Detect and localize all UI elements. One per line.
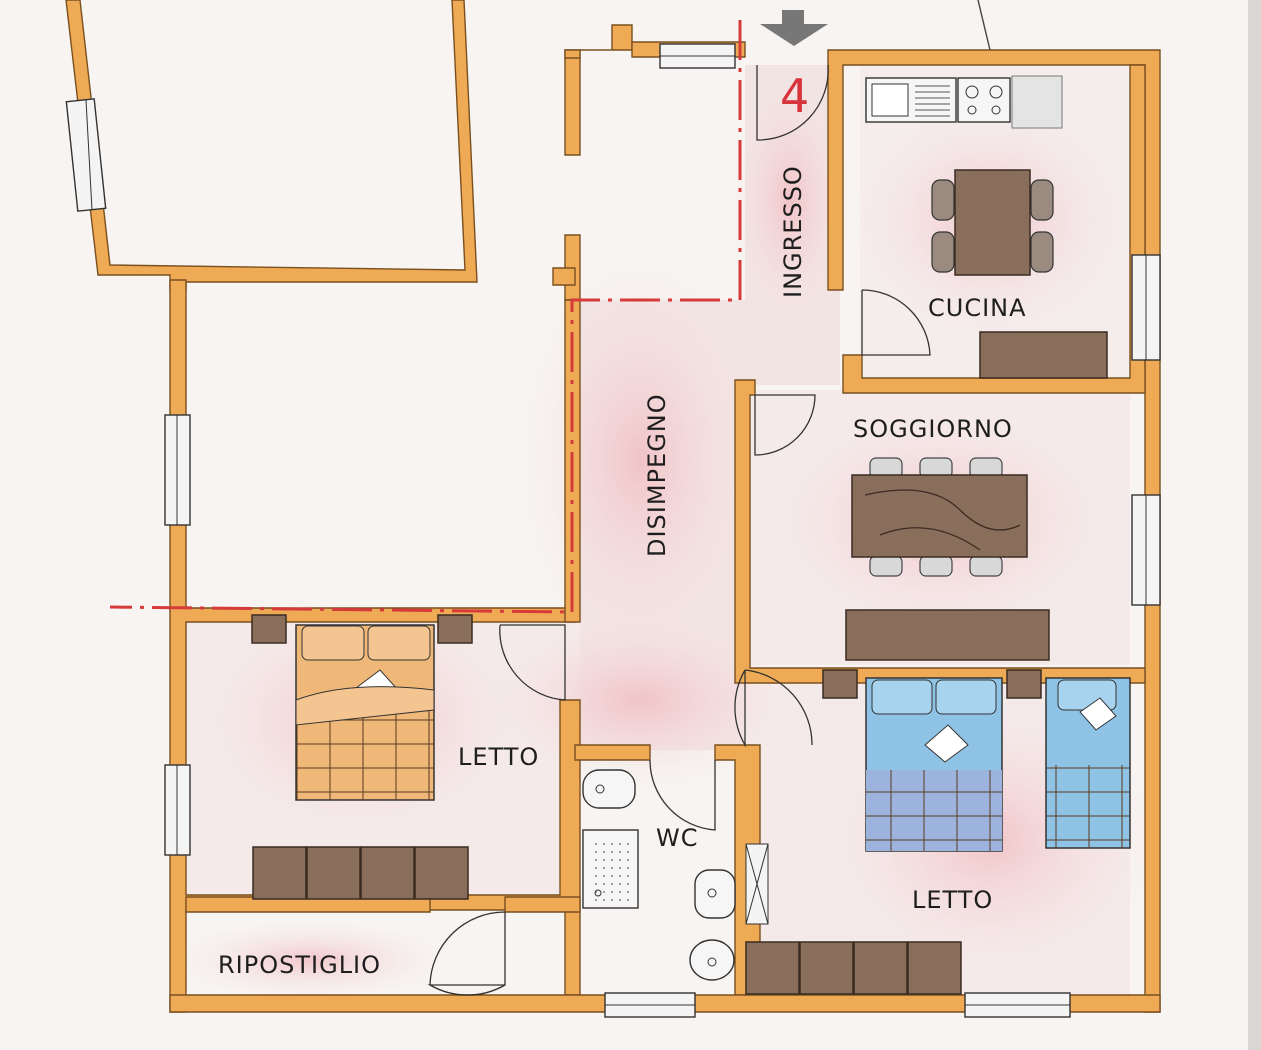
toilet-icon — [689, 939, 735, 981]
door-swing-icon — [427, 911, 506, 996]
window-icon — [659, 43, 736, 69]
room-label-disimpegno: DISIMPEGNO — [643, 393, 671, 557]
unit-number: 4 — [780, 69, 809, 123]
door-swing-icon — [861, 289, 931, 356]
room-label-soggiorno: SOGGIORNO — [853, 415, 1013, 443]
window-icon — [164, 764, 191, 856]
door-swing-icon — [649, 759, 716, 831]
bathroom-fixtures — [582, 769, 736, 981]
right-bedroom-furniture — [745, 669, 1131, 995]
sink-icon — [694, 869, 736, 919]
room-label-cucina: CUCINA — [928, 294, 1027, 322]
entrance-arrow-icon — [760, 10, 828, 46]
doors — [427, 64, 931, 996]
property-boundary-line — [109, 20, 742, 614]
room-label-ingresso: INGRESSO — [779, 165, 807, 298]
external-line — [977, 0, 991, 51]
kitchen-furniture — [865, 75, 1108, 379]
room-label-letto-right: LETTO — [912, 886, 993, 914]
window-icon — [964, 992, 1071, 1018]
window-icon — [164, 414, 191, 526]
left-bedroom-furniture — [251, 614, 473, 900]
door-swing-icon — [754, 394, 816, 456]
living-room-furniture — [845, 457, 1050, 661]
room-label-letto-left: LETTO — [458, 743, 539, 771]
window-icon — [65, 98, 107, 212]
sink-icon — [871, 83, 950, 117]
door-swing-icon — [756, 64, 829, 141]
door-swing-icon — [499, 624, 566, 701]
bidet-icon — [582, 769, 636, 809]
window-icon — [604, 992, 696, 1018]
window-icon — [1131, 254, 1161, 361]
stove-icon — [957, 77, 1011, 123]
room-labels: INGRESSO CUCINA SOGGIORNO DISIMPEGNO LET… — [218, 165, 1027, 979]
room-label-wc: WC — [656, 824, 699, 852]
windows — [65, 43, 1161, 1018]
room-label-ripostiglio: RIPOSTIGLIO — [218, 951, 381, 979]
door-swing-icon — [734, 669, 813, 748]
window-icon — [1131, 494, 1161, 606]
shower-icon — [582, 829, 639, 909]
